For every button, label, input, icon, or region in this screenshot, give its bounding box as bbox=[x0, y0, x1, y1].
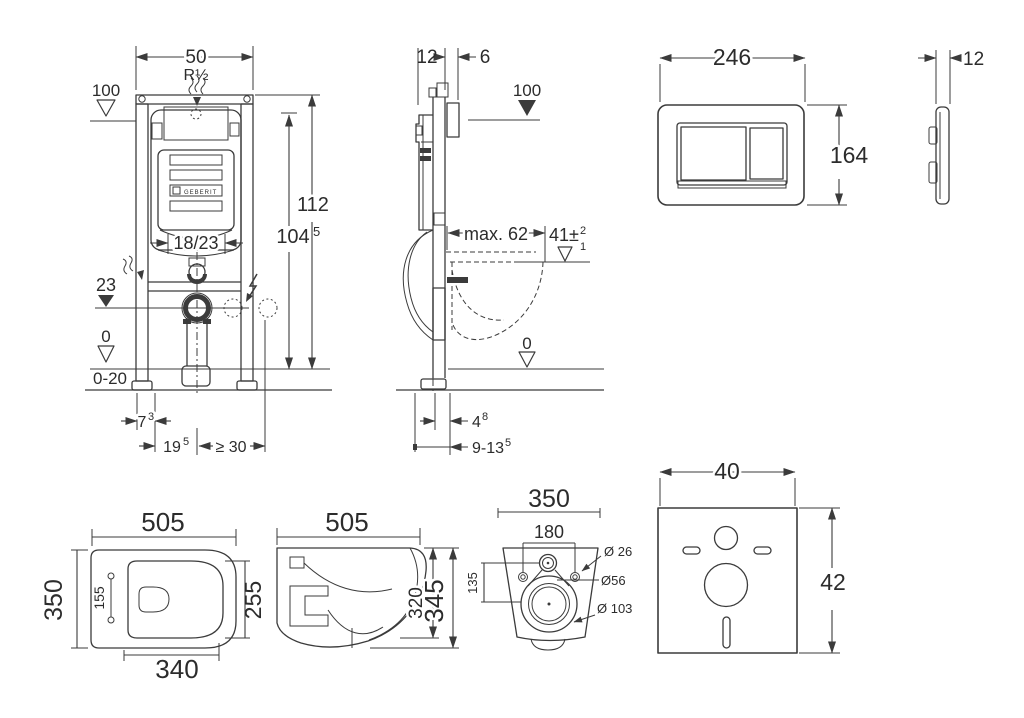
water-supply-icon bbox=[122, 255, 144, 280]
wall-hung-toilet-outline bbox=[446, 251, 544, 341]
insulation-mat-view: 40 42 bbox=[657, 456, 848, 654]
dim-frame-width: 50 bbox=[185, 47, 206, 68]
dim-plate-height: 164 bbox=[830, 142, 869, 168]
dim-outlet-depth: 9-13 bbox=[472, 440, 504, 457]
flush-plate-front-view: 246 164 bbox=[657, 42, 871, 206]
dim-level-0-side: 0 bbox=[522, 334, 531, 353]
label-outlet-diameter: Ø 103 bbox=[597, 601, 632, 616]
dim-inner-height: 320 bbox=[406, 587, 427, 619]
datum-marker bbox=[97, 345, 115, 363]
dim-mat-height: 42 bbox=[820, 569, 846, 595]
dim-rim-height-sub: 1 bbox=[580, 241, 586, 253]
dim-max-depth: max. 62 bbox=[464, 224, 528, 244]
flush-button-small bbox=[749, 127, 784, 180]
dim-outlet-offset-sup: 5 bbox=[183, 436, 189, 448]
dim-foot-depth: 7 bbox=[138, 414, 147, 431]
datum-marker bbox=[518, 100, 536, 116]
dim-tank-height-sup: 5 bbox=[313, 224, 320, 239]
dim-plate-offset: 6 bbox=[480, 47, 491, 68]
dim-bowl-length-side: 505 bbox=[325, 507, 368, 537]
dim-outlet-offset: 19 bbox=[163, 439, 181, 456]
toilet-back-view: 350 180 135 Ø 26 Ø56 Ø 103 bbox=[465, 485, 632, 651]
dim-level-23: 23 bbox=[96, 275, 116, 295]
dim-seat-width: 255 bbox=[240, 581, 266, 619]
datum-marker bbox=[518, 351, 536, 368]
wall-bracket bbox=[446, 102, 460, 138]
wall-anchor bbox=[223, 298, 243, 318]
dim-level-100-side: 100 bbox=[513, 81, 541, 100]
dim-bend-offset: 4 bbox=[472, 414, 481, 431]
dim-back-width: 350 bbox=[528, 485, 570, 513]
dim-outlet-depth-sup: 5 bbox=[505, 437, 511, 449]
label-bolt-diameter: Ø 26 bbox=[604, 544, 632, 559]
toilet-top-view: 505 350 155 255 340 bbox=[40, 507, 266, 684]
cistern: GEBERIT bbox=[150, 106, 242, 257]
flush-plate-side-view: 12 bbox=[918, 49, 984, 205]
flush-button-large bbox=[680, 126, 747, 181]
frame-side-view: 12 6 100 bbox=[396, 47, 604, 457]
dim-bolt-spacing: 180 bbox=[534, 522, 564, 542]
dim-side-clearance: ≥ 30 bbox=[215, 439, 246, 456]
wall-anchor bbox=[258, 298, 278, 318]
dim-foot-depth-sup: 3 bbox=[148, 411, 154, 423]
dim-plate-thickness: 12 bbox=[963, 49, 984, 70]
dim-hinge-spacing: 155 bbox=[91, 586, 107, 610]
power-connection-icon bbox=[246, 273, 258, 302]
dim-bowl-height: 345 bbox=[419, 579, 449, 622]
dim-pipe-offset: 18/23 bbox=[173, 233, 218, 253]
dim-base-length: 340 bbox=[155, 654, 198, 684]
dim-tank-height: 104 bbox=[276, 226, 309, 248]
dim-rim-height: 41± bbox=[549, 225, 579, 245]
datum-marker bbox=[98, 295, 114, 307]
dim-level-100: 100 bbox=[92, 81, 120, 100]
dim-plate-width: 246 bbox=[713, 44, 751, 70]
dim-rim-height-sup: 2 bbox=[580, 225, 586, 237]
water-supply-icon bbox=[188, 75, 206, 106]
dim-thread-size: R½ bbox=[184, 67, 209, 84]
datum-marker bbox=[96, 99, 116, 117]
dim-level-0: 0 bbox=[101, 327, 110, 346]
frame-front-view: 50 R½ 100 bbox=[85, 45, 332, 459]
dim-bend-offset-sup: 8 bbox=[482, 411, 488, 423]
brand-logo: GEBERIT bbox=[184, 190, 217, 196]
dim-frame-height: 112 bbox=[297, 194, 329, 216]
toilet-side-view: 505 320 345 bbox=[276, 507, 459, 649]
dim-bowl-length-top: 505 bbox=[141, 507, 184, 537]
dim-center-offset: 135 bbox=[465, 572, 480, 594]
label-inlet-diameter: Ø56 bbox=[601, 573, 626, 588]
dim-mat-width: 40 bbox=[714, 458, 740, 484]
dim-floor-range: 0-20 bbox=[93, 369, 127, 388]
dim-frame-depth: 12 bbox=[416, 47, 437, 68]
datum-marker bbox=[557, 246, 573, 262]
dim-bowl-width: 350 bbox=[40, 579, 68, 621]
